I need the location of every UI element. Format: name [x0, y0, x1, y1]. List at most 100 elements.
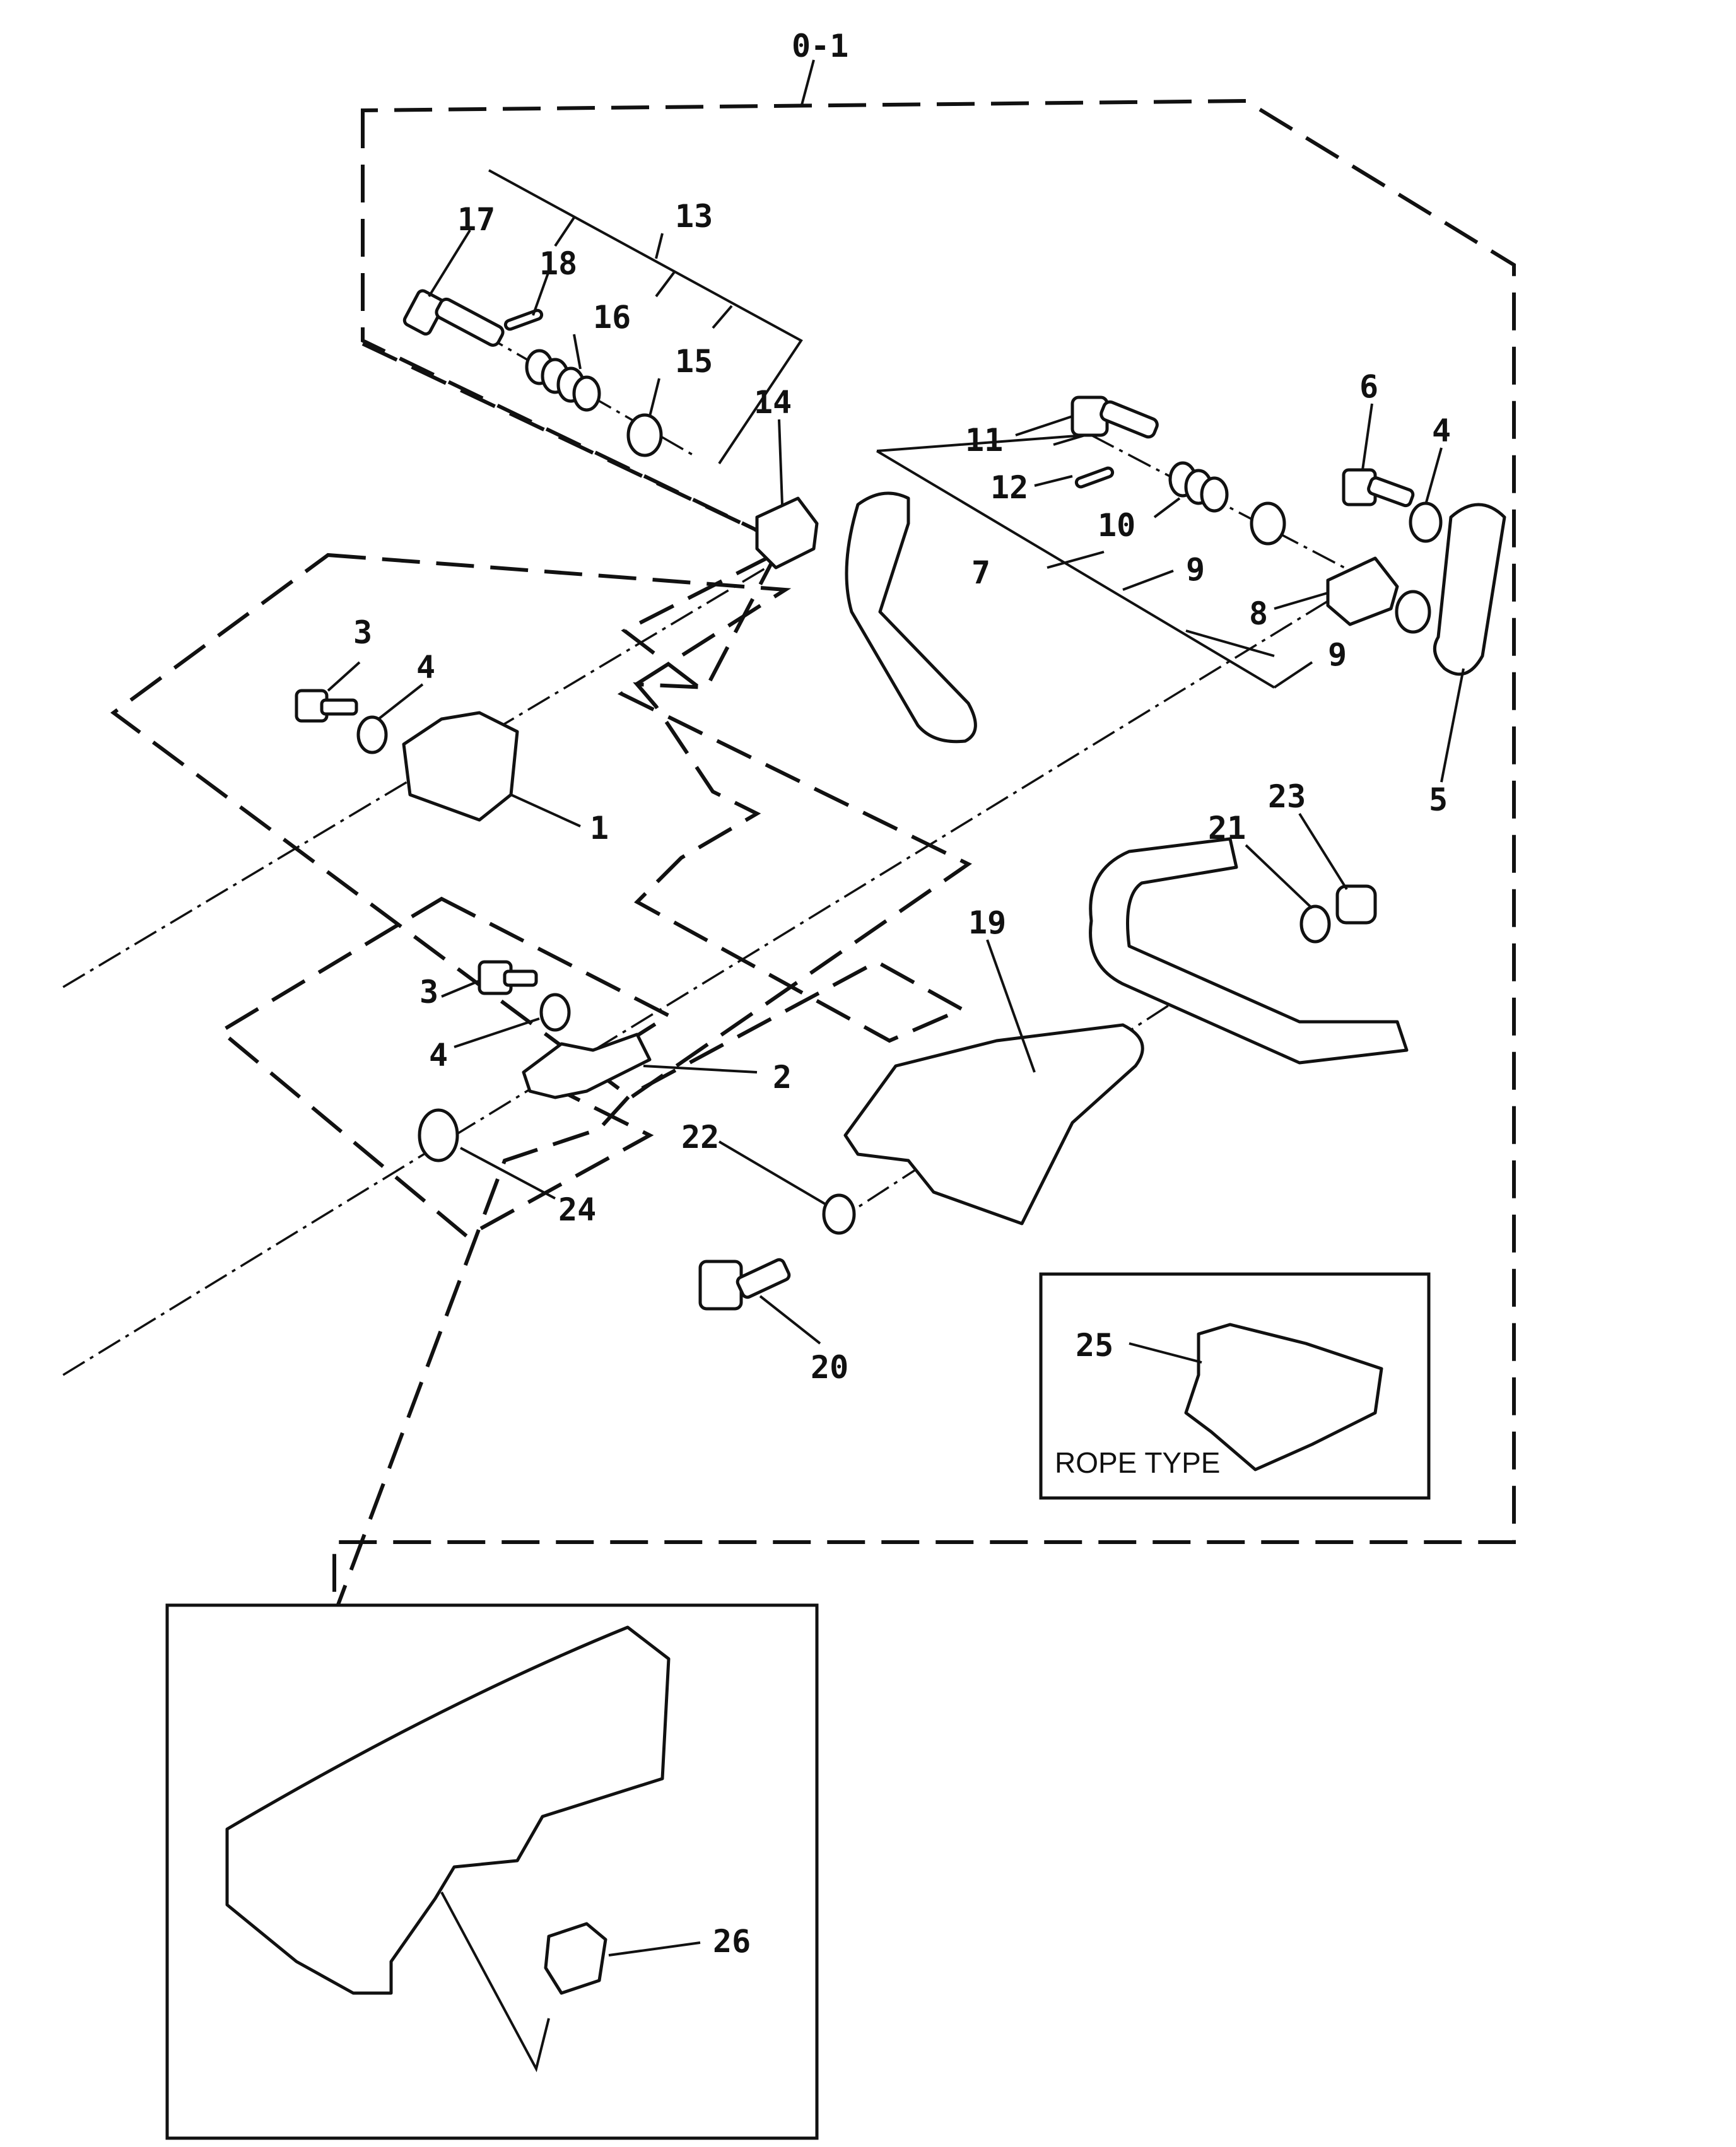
leader-3a [327, 661, 361, 692]
leader-17 [428, 229, 471, 298]
leader-20 [759, 1295, 821, 1345]
pin-18 [503, 308, 544, 331]
washer-4c [1409, 501, 1443, 543]
item-9-lead-c [1273, 661, 1313, 689]
callout-9b: 9 [1328, 636, 1347, 673]
tiller-handle [1089, 837, 1409, 1065]
callout-26-leader [608, 1941, 701, 1957]
washer-21 [1299, 904, 1331, 944]
callout-13: 13 [675, 198, 713, 235]
washer-4b [539, 993, 571, 1032]
callout-18: 18 [539, 245, 577, 282]
callout-8: 8 [1249, 595, 1268, 632]
leader-10 [1153, 497, 1181, 518]
callout-11: 11 [965, 422, 1003, 459]
assembly-label: 0-1 [792, 28, 848, 64]
callout-21: 21 [1208, 810, 1246, 846]
callout-4c: 4 [1432, 412, 1451, 449]
inset-caption: ROPE TYPE [1055, 1446, 1220, 1479]
callout-25: 25 [1076, 1327, 1113, 1364]
engine-cowl-outline [225, 1625, 671, 1995]
assembly-boundary [332, 98, 1516, 1616]
callout-15: 15 [675, 343, 713, 380]
leader-14 [778, 419, 783, 505]
nut-23 [1335, 884, 1377, 925]
leader-15 [648, 378, 660, 417]
callout-16: 16 [593, 299, 631, 336]
callout-3a: 3 [353, 614, 372, 651]
leader-22 [718, 1140, 828, 1206]
item-7-line [876, 450, 1276, 689]
bolt-6 [1342, 468, 1415, 508]
callout-9a: 9 [1186, 551, 1205, 588]
grommet-24 [418, 1108, 459, 1162]
callout-4b: 4 [429, 1037, 448, 1074]
callout-5: 5 [1429, 781, 1448, 818]
cable-box-2 [217, 896, 673, 1239]
bolt-3b [478, 960, 538, 995]
leader-4a [377, 683, 424, 720]
item-9-lead-a [1122, 570, 1174, 591]
callout-17: 17 [457, 201, 495, 238]
item-13-lead-c [712, 305, 733, 329]
leader-21 [1245, 844, 1313, 910]
spring-16 [525, 349, 601, 412]
cable-clamp-1 [402, 711, 519, 822]
callout-20: 20 [811, 1349, 848, 1386]
callout-24: 24 [558, 1191, 596, 1228]
assembly-label-leader [800, 59, 815, 108]
leader-3b [441, 980, 480, 998]
pin-12 [1074, 466, 1115, 489]
leader-12 [1034, 475, 1073, 487]
throttle-arm [845, 491, 977, 744]
leader-18 [532, 271, 550, 316]
clevis-14 [755, 496, 819, 570]
callout-10: 10 [1098, 507, 1135, 544]
callout-26: 26 [713, 1923, 751, 1960]
axis-pin-right [1091, 434, 1363, 578]
item-9-lead-b [1185, 629, 1275, 657]
callout-4a: 4 [416, 649, 435, 686]
callout-12: 12 [990, 469, 1028, 506]
callout-25-leader [1129, 1342, 1202, 1364]
bolt-3a [295, 689, 358, 723]
cable-box-1 [110, 553, 972, 1100]
cable-clamp-2 [522, 1033, 652, 1099]
callout-2: 2 [773, 1059, 792, 1096]
callout-7: 7 [971, 554, 990, 591]
callout-22: 22 [681, 1119, 719, 1155]
leader-8 [1274, 592, 1328, 610]
leader-2 [643, 1065, 758, 1074]
inset-pointer [440, 1892, 550, 2073]
item-7-lead [1047, 551, 1105, 569]
spring-10 [1168, 461, 1229, 513]
leader-5 [1440, 668, 1465, 783]
callout-19: 19 [968, 904, 1006, 941]
callout-14: 14 [754, 384, 792, 421]
clevis-8 [1326, 556, 1399, 626]
cushion-26 [544, 1922, 607, 1995]
washer-9a [1250, 501, 1286, 546]
washer-22 [822, 1193, 856, 1235]
item-13-lead-b [655, 270, 676, 298]
leader-1 [510, 793, 581, 828]
item-13-lead-d [655, 233, 664, 259]
leader-23 [1298, 812, 1348, 891]
item-13-lead-a [554, 216, 575, 247]
item-13-bracket [488, 169, 803, 465]
leader-16 [573, 334, 582, 370]
leader-24 [460, 1147, 556, 1200]
leader-4c [1424, 447, 1443, 505]
leader-4b [454, 1017, 540, 1048]
callout-23: 23 [1268, 778, 1306, 815]
callout-1: 1 [590, 810, 609, 846]
leader-6 [1361, 403, 1373, 471]
rope-bracket-25 [1184, 1323, 1383, 1471]
callout-6: 6 [1359, 368, 1378, 405]
washer-9b [1395, 590, 1431, 634]
bracket-19 [843, 1023, 1144, 1226]
lever-5 [1433, 503, 1506, 676]
bolt-17 [402, 289, 505, 347]
bolt-11 [1070, 395, 1159, 439]
